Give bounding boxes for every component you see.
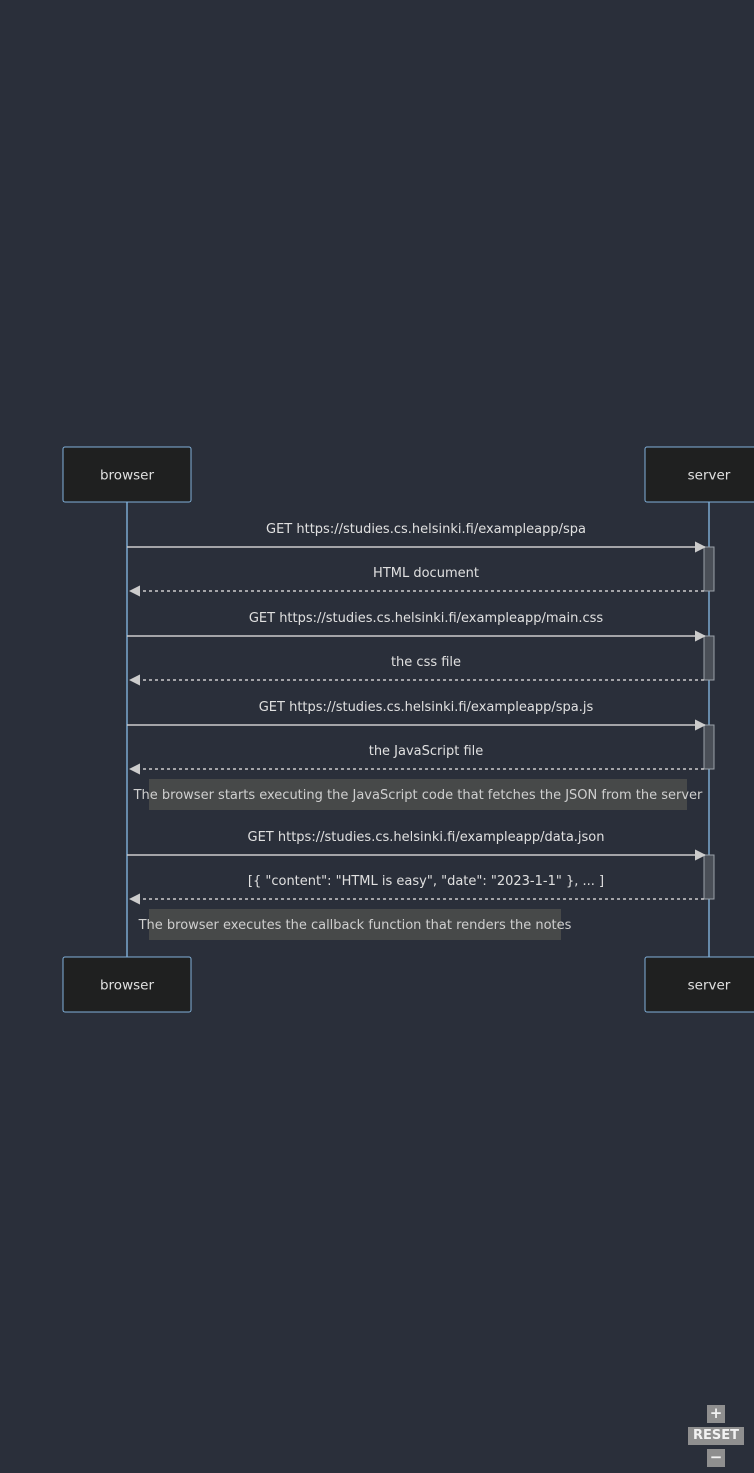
actor-box bbox=[62, 446, 192, 503]
actor-box bbox=[644, 956, 754, 1013]
message-label: HTML document bbox=[373, 566, 479, 581]
message-label: GET https://studies.cs.helsinki.fi/examp… bbox=[248, 830, 605, 845]
note-box bbox=[149, 779, 687, 810]
actor-label: server bbox=[688, 468, 731, 484]
note: The browser starts executing the JavaScr… bbox=[133, 779, 703, 810]
response-message: the JavaScript file bbox=[128, 744, 704, 775]
actor-box bbox=[62, 956, 192, 1013]
zoom-out-button[interactable]: − bbox=[707, 1449, 725, 1467]
request-message: GET https://studies.cs.helsinki.fi/examp… bbox=[127, 611, 707, 642]
message-label: GET https://studies.cs.helsinki.fi/examp… bbox=[259, 700, 594, 715]
response-message: HTML document bbox=[128, 566, 704, 597]
note-text: The browser executes the callback functi… bbox=[138, 918, 572, 933]
actor-browser-bottom: browser bbox=[62, 956, 192, 1013]
actor-browser-top: browser bbox=[62, 446, 192, 503]
zoom-in-button[interactable]: + bbox=[707, 1405, 725, 1423]
actor-server-bottom: server bbox=[644, 956, 754, 1013]
note: The browser executes the callback functi… bbox=[138, 909, 572, 940]
reset-button[interactable]: RESET bbox=[688, 1427, 744, 1445]
message-label: the css file bbox=[391, 655, 461, 670]
activation-bar bbox=[703, 546, 715, 592]
note-box bbox=[149, 909, 561, 940]
message-label: the JavaScript file bbox=[369, 744, 484, 759]
actor-server-top: server bbox=[644, 446, 754, 503]
request-message: GET https://studies.cs.helsinki.fi/examp… bbox=[127, 830, 707, 861]
actor-label: server bbox=[688, 978, 731, 994]
actor-label: browser bbox=[100, 978, 154, 994]
response-message: the css file bbox=[128, 655, 704, 686]
activation-bar bbox=[703, 854, 715, 900]
message-label: [{ "content": "HTML is easy", "date": "2… bbox=[248, 874, 604, 889]
request-message: GET https://studies.cs.helsinki.fi/examp… bbox=[127, 700, 707, 731]
activation-bar bbox=[703, 724, 715, 770]
activation-bar bbox=[703, 635, 715, 681]
message-label: GET https://studies.cs.helsinki.fi/examp… bbox=[266, 522, 586, 537]
actor-label: browser bbox=[100, 468, 154, 484]
actor-box bbox=[644, 446, 754, 503]
message-label: GET https://studies.cs.helsinki.fi/examp… bbox=[249, 611, 604, 626]
zoom-controls: + RESET − bbox=[688, 1405, 744, 1467]
request-message: GET https://studies.cs.helsinki.fi/examp… bbox=[127, 522, 707, 553]
response-message: [{ "content": "HTML is easy", "date": "2… bbox=[128, 874, 704, 905]
note-text: The browser starts executing the JavaScr… bbox=[133, 788, 703, 803]
